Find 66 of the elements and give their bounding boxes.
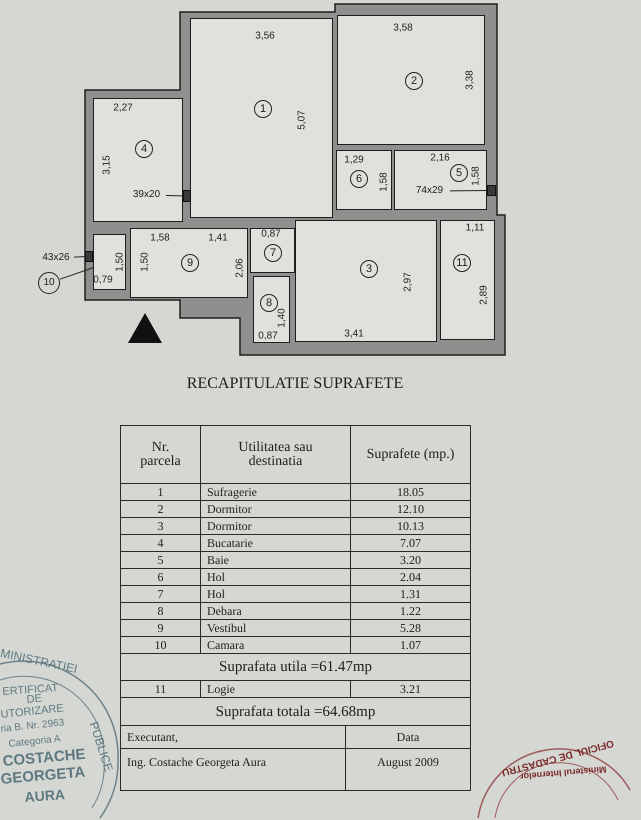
room-number: 11 — [453, 254, 471, 272]
room-number: 3 — [360, 260, 378, 278]
table-cell: Ing. Costache Georgeta Aura — [120, 748, 346, 791]
dimension-label: 3,58 — [393, 22, 413, 34]
leader-line — [166, 194, 184, 196]
stamp-text: Categoria A — [8, 734, 62, 750]
duct-symbol — [183, 190, 191, 202]
dimension-note: 39x20 — [128, 188, 166, 202]
dimension-label: 1,58 — [150, 232, 170, 244]
dimension-label: 2,97 — [402, 272, 414, 292]
dimension-label: 3,38 — [464, 70, 476, 90]
room-area — [253, 276, 290, 343]
dimension-note: 74x29 — [410, 184, 450, 198]
dimension-label: 0,79 — [93, 274, 113, 286]
dimension-label: 0,87 — [258, 330, 278, 342]
dimension-label: 2,89 — [478, 285, 490, 305]
callout-number: 10 — [38, 272, 60, 294]
table-title: RECAPITULATIE SUPRAFETE — [186, 375, 404, 393]
room-number: 7 — [264, 244, 282, 262]
room-area — [190, 18, 333, 218]
dimension-label: 1,58 — [470, 166, 482, 186]
dimension-label: 3,15 — [102, 155, 112, 175]
dimension-label: 1,11 — [466, 222, 484, 234]
room-area — [337, 15, 485, 145]
leader-line — [60, 267, 94, 280]
room-area — [336, 150, 392, 210]
room-area — [93, 234, 126, 290]
table-cell: Suprafata utila =61.47mp — [120, 653, 471, 681]
duct-symbol — [487, 185, 496, 196]
room-area — [93, 98, 183, 222]
leader-line — [450, 190, 488, 192]
room-area — [394, 150, 487, 210]
dimension-label: 3,41 — [344, 328, 364, 340]
stamp-text: DE — [26, 692, 42, 706]
dimension-label: 1,40 — [276, 308, 288, 328]
duct-symbol — [85, 251, 93, 262]
column-header: Suprafete (mp.) — [350, 425, 471, 484]
table-cell: August 2009 — [345, 748, 471, 791]
dimension-label: 1,29 — [344, 154, 364, 166]
dimension-label: 2,06 — [234, 258, 246, 278]
column-header: Nr. parcela — [120, 425, 201, 484]
dimension-label: 1,50 — [114, 252, 126, 272]
dimension-label: 3,56 — [255, 30, 275, 42]
room-area — [130, 228, 248, 298]
dimension-label: 2,27 — [113, 102, 133, 114]
room-number: 1 — [254, 100, 272, 118]
dimension-label: 1,41 — [208, 232, 228, 244]
table-cell: Suprafata totala =64.68mp — [120, 697, 471, 726]
room-area — [250, 228, 295, 273]
dimension-label: 1,58 — [378, 172, 390, 192]
dimension-label: 1,50 — [140, 252, 150, 272]
dimension-label: 0,87 — [261, 228, 281, 240]
stamp-text: ria B. Nr. 2963 — [0, 717, 65, 735]
room-number: 9 — [181, 254, 199, 272]
leader-line — [74, 256, 86, 258]
room-number: 8 — [260, 294, 278, 312]
room-number: 4 — [135, 140, 153, 158]
dimension-label: 5,07 — [296, 110, 308, 130]
room-area — [440, 220, 495, 340]
dimension-label: 2,16 — [430, 152, 450, 164]
room-number: 5 — [450, 164, 468, 182]
dimension-note: 43x26 — [38, 251, 74, 265]
room-number: 2 — [405, 72, 423, 90]
room-area — [295, 220, 437, 342]
stamp-text: AURA — [24, 786, 66, 805]
room-number: 6 — [350, 170, 368, 188]
